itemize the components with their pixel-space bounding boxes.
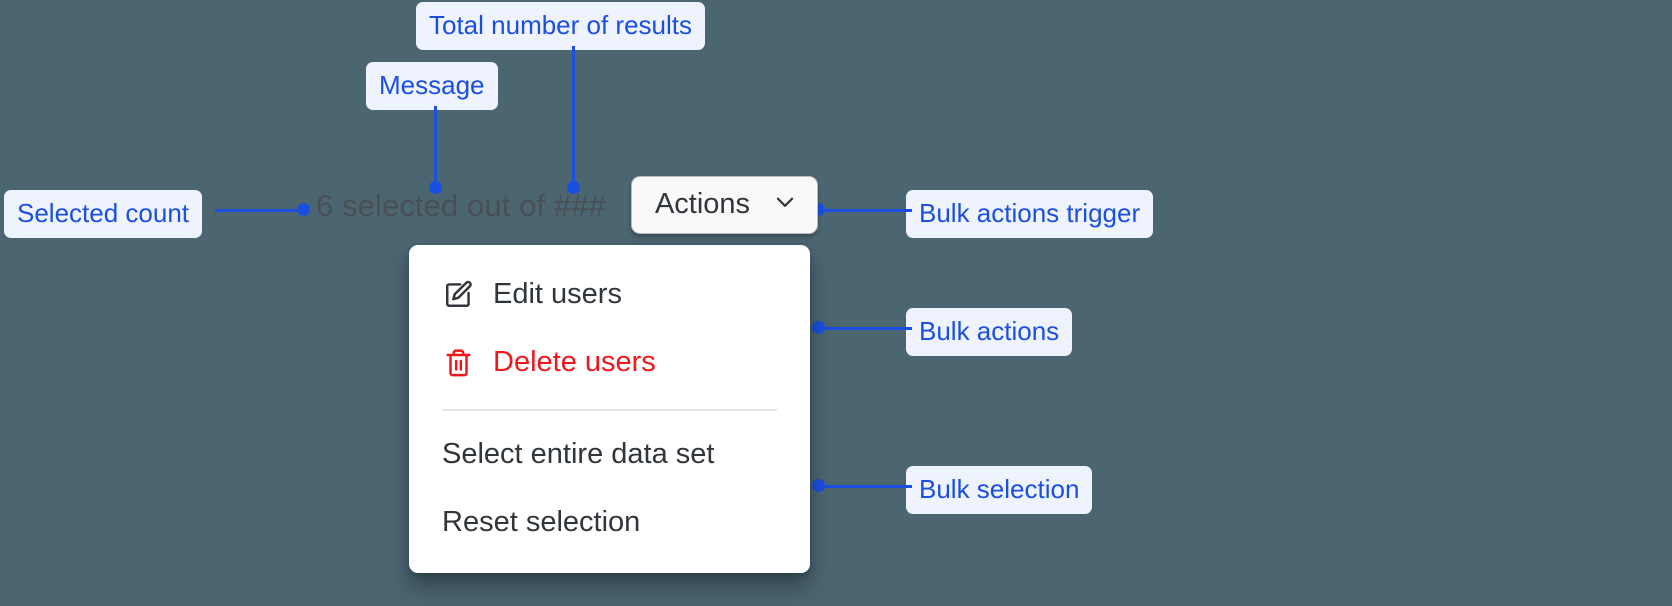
callout-bulk-actions-trigger: Bulk actions trigger xyxy=(906,190,1154,238)
menu-item-select-entire-data-set[interactable]: Select entire data set xyxy=(409,425,810,483)
menu-item-gap-2 xyxy=(409,483,810,493)
chevron-down-icon xyxy=(772,189,798,220)
leader-dot-bulk-selection xyxy=(812,479,825,492)
bulk-actions-bar: 6 selected out of ### Actions xyxy=(316,176,819,234)
menu-item-reset-selection[interactable]: Reset selection xyxy=(409,493,810,551)
menu-item-edit-users[interactable]: Edit users xyxy=(409,265,810,323)
trash-icon xyxy=(442,347,474,378)
leader-line-total-results xyxy=(572,46,575,186)
leader-line-bulk-trigger xyxy=(816,209,912,212)
leader-dot-bulk-actions xyxy=(812,321,825,334)
callout-total-number-of-results: Total number of results xyxy=(416,2,706,50)
bulk-actions-menu: Edit users Delete users Select entire da… xyxy=(409,245,810,573)
menu-item-gap xyxy=(409,323,810,333)
pencil-square-icon xyxy=(442,279,474,310)
leader-dot-message xyxy=(429,181,442,194)
menu-item-delete-users[interactable]: Delete users xyxy=(409,333,810,391)
leader-dot-total-results xyxy=(567,181,580,194)
menu-item-edit-users-label: Edit users xyxy=(493,278,622,310)
callout-bulk-selection: Bulk selection xyxy=(906,466,1093,514)
leader-line-selected-count xyxy=(215,209,305,212)
bulk-actions-trigger-label: Actions xyxy=(654,188,751,220)
selected-count-message: 6 selected out of ### xyxy=(316,187,606,223)
leader-line-message xyxy=(434,106,437,186)
callout-message: Message xyxy=(366,62,498,110)
menu-item-select-entire-data-set-label: Select entire data set xyxy=(442,437,715,470)
leader-line-bulk-actions xyxy=(816,327,912,330)
menu-item-reset-selection-label: Reset selection xyxy=(442,505,641,538)
callout-bulk-actions: Bulk actions xyxy=(906,308,1073,356)
leader-dot-selected-count xyxy=(297,203,310,216)
bulk-actions-trigger-button[interactable]: Actions xyxy=(630,176,819,234)
leader-line-bulk-selection xyxy=(816,485,912,488)
menu-item-delete-users-label: Delete users xyxy=(493,346,656,379)
callout-selected-count: Selected count xyxy=(4,190,203,238)
menu-divider xyxy=(442,408,777,411)
